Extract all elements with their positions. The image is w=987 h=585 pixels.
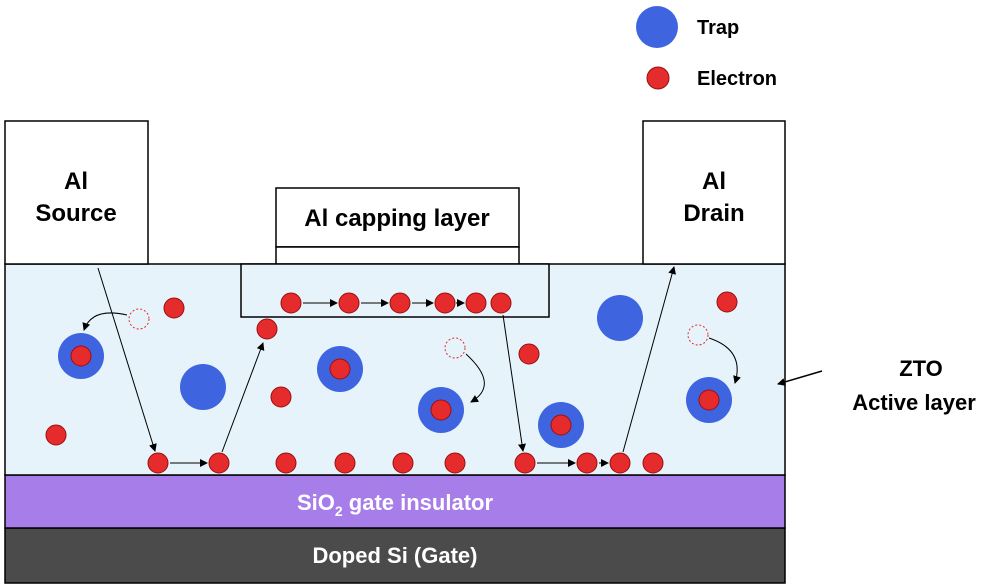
- electron-channel: [576, 452, 598, 474]
- electron-channel: [147, 452, 169, 474]
- electron-channel: [609, 452, 631, 474]
- electron: [45, 424, 67, 446]
- capping-base: [275, 246, 520, 265]
- insulator-label: SiO2 gate insulator: [297, 490, 494, 519]
- capture-arrow: [465, 353, 485, 403]
- gate-label: Doped Si (Gate): [312, 543, 477, 568]
- legend-electron-icon: [646, 66, 670, 90]
- electron-channel: [514, 452, 536, 474]
- capture-arrow: [708, 337, 741, 384]
- trap-filled: [317, 346, 363, 392]
- electron-channel: [642, 452, 664, 474]
- active-layer-name: ZTO: [899, 356, 943, 381]
- electron-channel: [208, 452, 230, 474]
- source-label-line1: Al: [64, 168, 88, 195]
- electron-channel: [444, 452, 466, 474]
- electron: [163, 297, 185, 319]
- drain-contact: [642, 120, 786, 265]
- legend-electron-label: Electron: [697, 68, 777, 90]
- electron-capping-interface: [490, 292, 512, 314]
- trap-filled: [58, 333, 104, 379]
- electron: [270, 386, 292, 408]
- electron-former-position: [128, 308, 150, 330]
- capping-label: Al capping layer: [304, 205, 489, 232]
- extraction-path-arrow: [622, 266, 676, 453]
- insulator-layer: [4, 474, 786, 529]
- legend-trap-label: Trap: [697, 17, 739, 39]
- trap-filled: [538, 402, 584, 448]
- source-label-line2: Source: [35, 200, 116, 227]
- electron-capping-interface: [338, 292, 360, 314]
- electron-capping-interface: [434, 292, 456, 314]
- drain-label-line1: Al: [702, 168, 726, 195]
- electron-capping-interface: [280, 292, 302, 314]
- electron-former-position: [444, 337, 466, 359]
- source-contact: [4, 120, 149, 265]
- transfer-path-arrow: [502, 314, 526, 452]
- electron-channel: [392, 452, 414, 474]
- legend-trap-icon: [636, 6, 678, 48]
- electron: [256, 318, 278, 340]
- electron-channel: [334, 452, 356, 474]
- trap-empty: [597, 295, 643, 341]
- capping-layer: [275, 187, 520, 248]
- trap-filled: [686, 377, 732, 423]
- electron: [518, 343, 540, 365]
- injection-path-arrow: [97, 267, 157, 452]
- trap-empty: [180, 364, 226, 410]
- transfer-path-arrow: [221, 342, 265, 453]
- drain-label-line2: Drain: [683, 200, 744, 227]
- electron-capping-interface: [389, 292, 411, 314]
- electron: [716, 291, 738, 313]
- active-layer-pointer-arrow: [777, 370, 823, 386]
- trap-filled: [418, 387, 464, 433]
- gate-layer: [4, 527, 786, 584]
- electron-channel: [275, 452, 297, 474]
- active-layer-desc: Active layer: [852, 390, 976, 415]
- capture-arrow: [82, 312, 128, 331]
- electron-capping-interface: [465, 292, 487, 314]
- electron-former-position: [687, 324, 709, 346]
